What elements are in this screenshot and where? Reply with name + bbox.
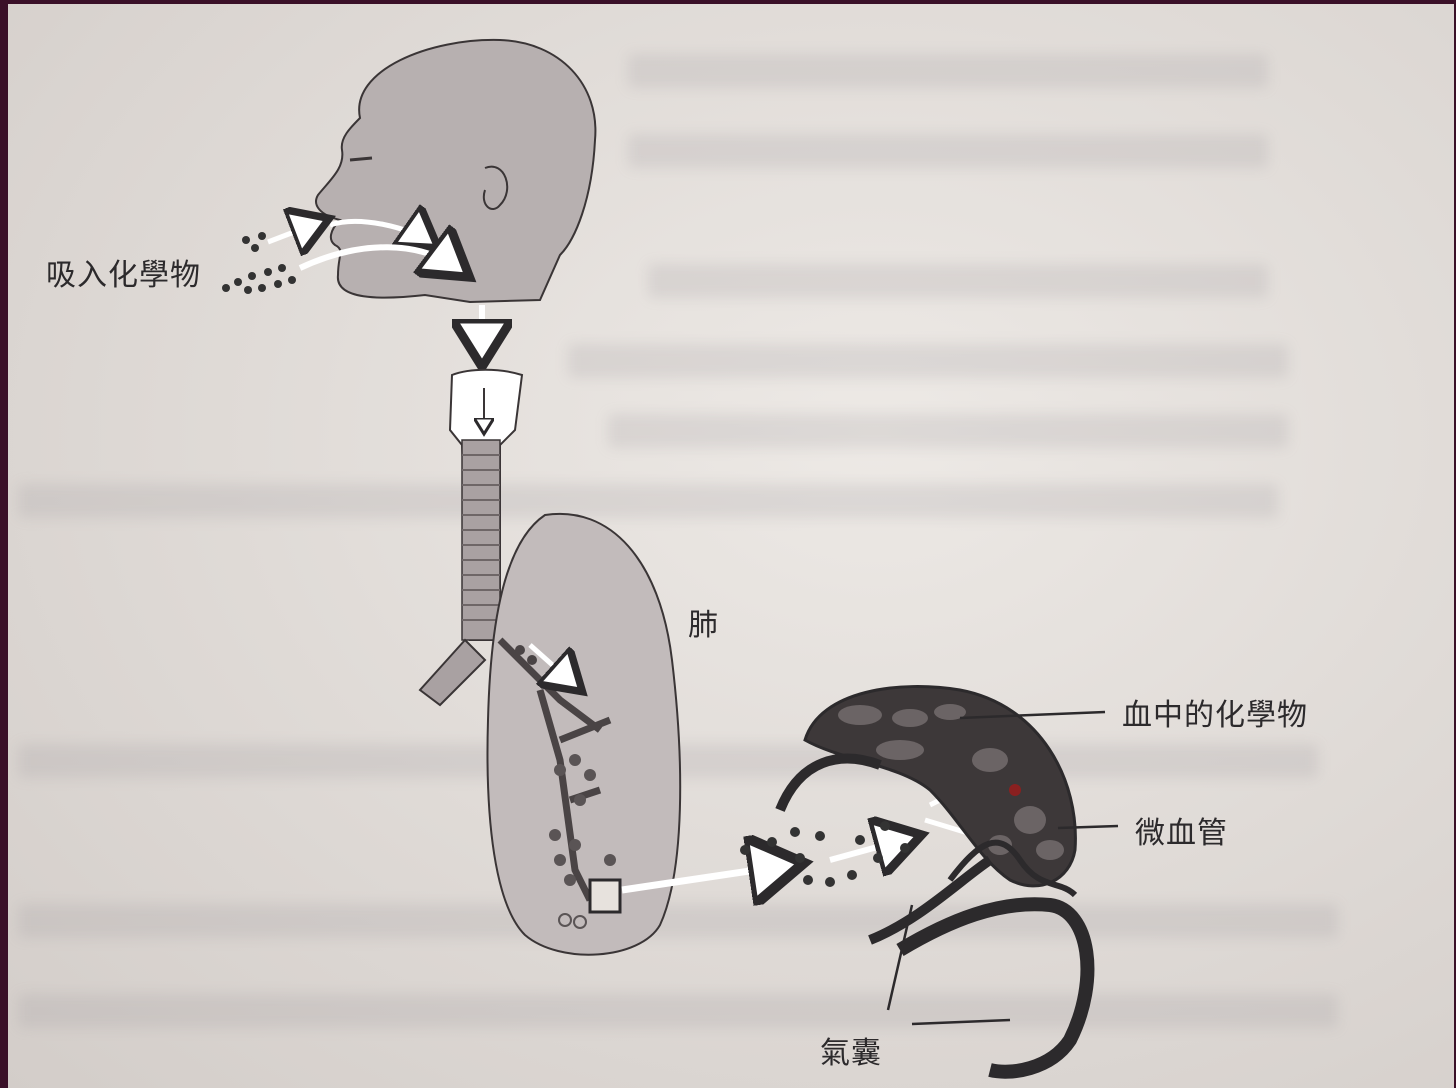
label-lung: 肺 bbox=[688, 600, 719, 644]
head-profile bbox=[316, 40, 595, 302]
label-inhaled-chemicals: 吸入化學物 bbox=[46, 250, 201, 294]
label-alveolus: 氣囊 bbox=[820, 1028, 882, 1072]
label-capillary: 微血管 bbox=[1135, 808, 1228, 852]
label-blood-chemicals: 血中的化學物 bbox=[1122, 690, 1308, 734]
magnified-region-box bbox=[590, 880, 620, 912]
transfer-particles bbox=[740, 821, 910, 887]
